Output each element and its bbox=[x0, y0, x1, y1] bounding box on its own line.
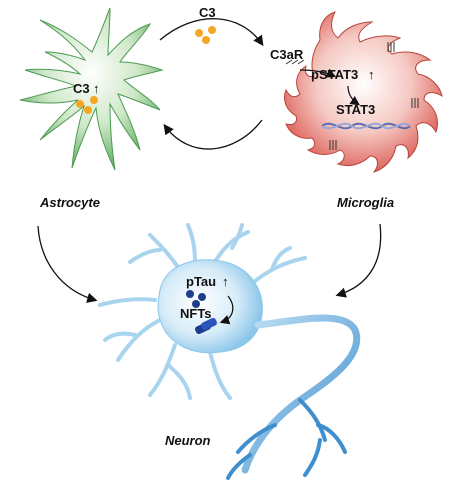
astrocyte-c3-dot bbox=[90, 96, 98, 104]
pstat3-up-arrow: ↑ bbox=[368, 67, 375, 82]
neuron-cell: pTau ↑ NFTs bbox=[98, 223, 361, 480]
ptau-up-arrow: ↑ bbox=[222, 274, 229, 289]
receptor-icon bbox=[285, 42, 419, 150]
astrocyte-to-neuron-arrow bbox=[37, 225, 98, 303]
ptau-to-nfts-arrow bbox=[219, 295, 234, 325]
stat3-label: STAT3 bbox=[336, 102, 375, 117]
microglia-to-neuron-arrow bbox=[335, 223, 382, 298]
microglia-cell: pSTAT3 ↑ STAT3 bbox=[283, 11, 443, 173]
ptau-dot bbox=[198, 293, 206, 301]
astrocyte-c3-dot bbox=[76, 100, 84, 108]
ptau-dot bbox=[192, 300, 200, 308]
astrocyte-c3-up-arrow: ↑ bbox=[93, 81, 100, 96]
nfts-label: NFTs bbox=[180, 306, 212, 321]
c3-dot bbox=[202, 36, 210, 44]
c3ar-label: C3aR bbox=[270, 47, 304, 62]
c3-secreted-label: C3 bbox=[199, 5, 216, 20]
tangle-icon bbox=[195, 317, 217, 335]
microglia-label: Microglia bbox=[337, 195, 394, 210]
microglia-to-astrocyte-arrow bbox=[163, 119, 263, 150]
astrocyte-c3-dot bbox=[84, 106, 92, 114]
astrocyte-cell: C3 ↑ bbox=[19, 7, 164, 171]
neuron-label: Neuron bbox=[165, 433, 211, 448]
c3ar-to-pstat3-arrow bbox=[299, 68, 337, 78]
astrocyte-c3-label: C3 bbox=[73, 81, 90, 96]
c3-dot bbox=[195, 29, 203, 37]
astrocyte-label: Astrocyte bbox=[39, 195, 100, 210]
ptau-dot bbox=[186, 290, 194, 298]
pstat3-to-stat3-arrow bbox=[347, 85, 360, 106]
pstat3-label: pSTAT3 bbox=[311, 67, 358, 82]
c3-dot bbox=[208, 26, 216, 34]
ptau-label: pTau bbox=[186, 274, 216, 289]
astrocyte-to-microglia-arrow bbox=[159, 18, 264, 47]
